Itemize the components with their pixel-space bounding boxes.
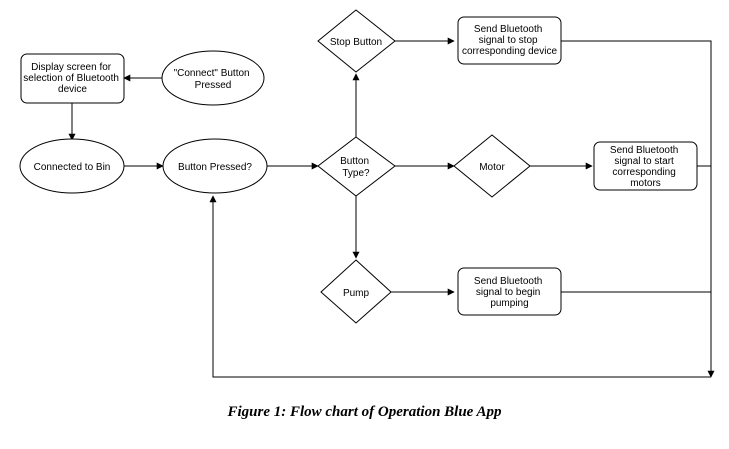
- svg-text:"Connect" Button Pressed: "Connect" Button Pressed: [174, 68, 253, 91]
- node-send-start: Send Bluetooth signal to start correspon…: [593, 141, 698, 191]
- display-screen-line-1: Display screen for: [31, 62, 112, 73]
- svg-text:Button Type?: Button Type?: [340, 156, 372, 179]
- send-stop-line-1: Send Bluetooth: [474, 24, 542, 35]
- send-pump-line-3: pumping: [490, 298, 528, 309]
- svg-text:Pump: Pump: [343, 288, 370, 299]
- edge-return-loop: [209, 195, 711, 378]
- send-start-line-1: Send Bluetooth: [610, 145, 678, 156]
- button-type-line-2: Type?: [342, 168, 370, 179]
- connect-pressed-line-2: Pressed: [195, 80, 232, 91]
- figure-caption: Figure 1: Flow chart of Operation Blue A…: [227, 404, 502, 420]
- button-type-line-1: Button: [340, 156, 369, 167]
- stop-button-label: Stop Button: [330, 37, 382, 48]
- edges: [68, 37, 715, 378]
- svg-text:Stop Button: Stop Button: [330, 37, 382, 48]
- node-pump: Pump: [320, 259, 392, 324]
- svg-text:Send Bluetooth signal to: Send Bluetooth signal to start correspon…: [610, 145, 681, 189]
- node-send-stop: Send Bluetooth signal to stop correspond…: [457, 16, 562, 65]
- send-start-line-2: signal to start: [614, 156, 674, 167]
- edge-send-stop-to-return: [561, 40, 715, 378]
- send-start-line-3: corresponding: [612, 167, 675, 178]
- node-stop-button: Stop Button: [317, 9, 396, 73]
- svg-text:Display screen for selec: Display screen for selection of Bluetoot…: [23, 62, 121, 95]
- node-connect-pressed: "Connect" Button Pressed: [161, 50, 265, 106]
- svg-text:Motor: Motor: [479, 162, 505, 173]
- send-stop-line-2: signal to stop: [479, 35, 538, 46]
- send-pump-line-1: Send Bluetooth: [474, 276, 542, 287]
- button-pressed-label: Button Pressed?: [178, 162, 252, 173]
- node-button-pressed: Button Pressed?: [162, 138, 268, 194]
- svg-text:Button Pressed?: Button Pressed?: [178, 162, 252, 173]
- svg-text:Send Bluetooth signal to: Send Bluetooth signal to stop correspond…: [462, 24, 557, 57]
- node-display-screen: Display screen for selection of Bluetoot…: [20, 53, 125, 104]
- display-screen-line-2: selection of Bluetooth: [23, 73, 119, 84]
- node-connected-to-bin: Connected to Bin: [19, 138, 125, 194]
- send-pump-line-2: signal to begin: [476, 287, 541, 298]
- svg-text:Connected to Bin: Connected to Bin: [34, 162, 111, 173]
- svg-text:Send Bluetooth signal to: Send Bluetooth signal to begin pumping: [474, 276, 545, 309]
- node-send-pump: Send Bluetooth signal to begin pumping: [457, 267, 562, 316]
- send-start-line-4: motors: [630, 178, 661, 189]
- node-button-type: Button Type?: [317, 136, 396, 197]
- node-motor: Motor: [453, 134, 531, 198]
- pump-label: Pump: [343, 288, 370, 299]
- motor-label: Motor: [479, 162, 505, 173]
- send-stop-line-3: corresponding device: [462, 46, 557, 57]
- connect-pressed-line-1: "Connect" Button: [174, 68, 250, 79]
- display-screen-line-3: device: [58, 84, 87, 95]
- connected-to-bin-label: Connected to Bin: [34, 162, 111, 173]
